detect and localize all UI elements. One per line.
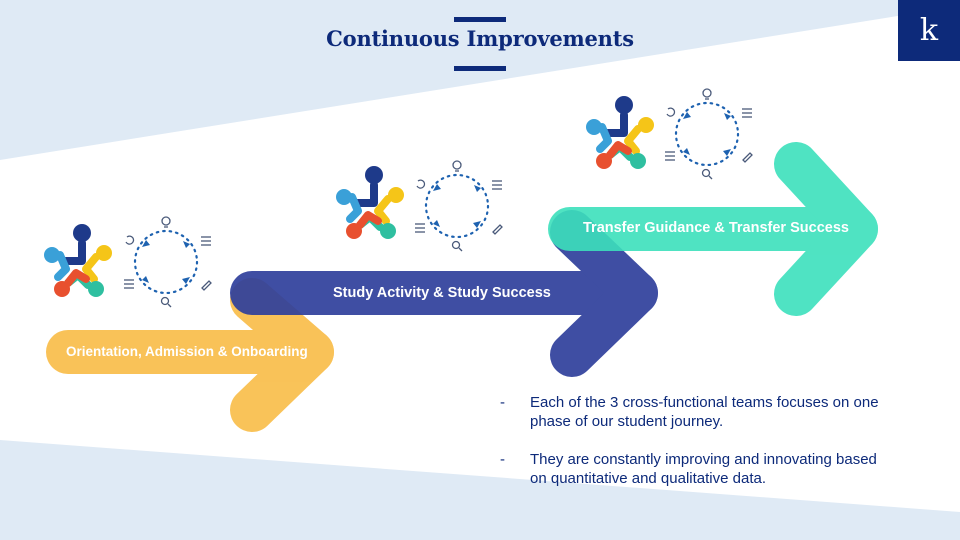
list-item: - They are constantly improving and inno… <box>500 450 890 488</box>
top-background-band <box>0 0 960 160</box>
team-people-icon <box>44 224 112 297</box>
cycle-icon <box>122 215 213 309</box>
logo-letter: k <box>919 13 939 48</box>
team-people-icon <box>586 96 654 169</box>
cycle-icon <box>663 87 754 181</box>
phase-label-study: Study Activity & Study Success <box>333 285 551 301</box>
bullet-marker: - <box>500 451 505 468</box>
arrow-study <box>230 210 658 377</box>
brand-logo: k <box>898 0 960 61</box>
arrow-transfer <box>548 142 878 316</box>
list-item: - Each of the 3 cross-functional teams f… <box>500 393 890 431</box>
title-bar-bottom <box>454 66 506 71</box>
cycle-icon <box>413 159 504 253</box>
page-title: Continuous Improvements <box>326 26 634 51</box>
bullet-list: - Each of the 3 cross-functional teams f… <box>500 393 890 507</box>
bullet-text: They are constantly improving and innova… <box>530 451 877 487</box>
arrow-orientation <box>46 278 334 432</box>
title-bar-top <box>454 17 506 22</box>
bottom-background-band <box>0 440 960 540</box>
phase-label-orientation: Orientation, Admission & Onboarding <box>66 344 308 359</box>
bullet-marker: - <box>500 394 505 411</box>
phase-label-transfer: Transfer Guidance & Transfer Success <box>583 220 849 236</box>
bullet-text: Each of the 3 cross-functional teams foc… <box>530 394 879 430</box>
team-people-icon <box>336 166 404 239</box>
